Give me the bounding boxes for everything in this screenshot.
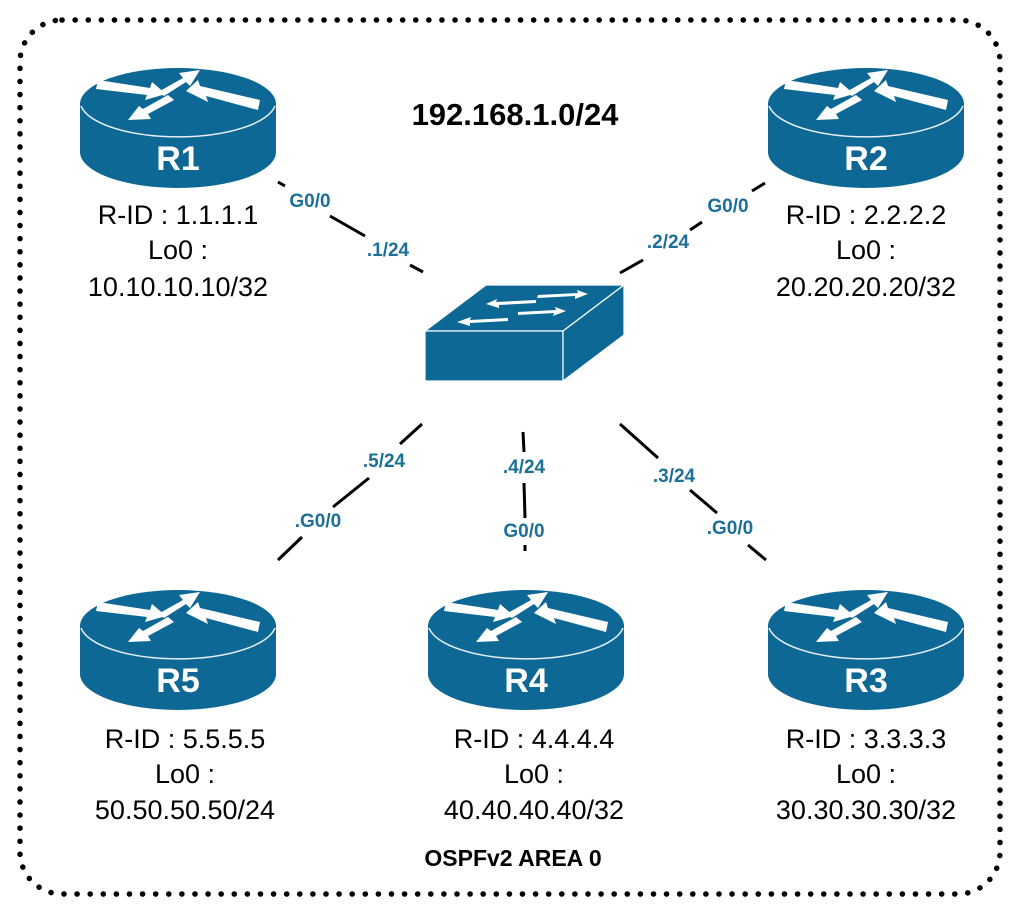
- router-r4[interactable]: R4: [427, 589, 625, 711]
- loopback-ip: 50.50.50.50/24: [95, 795, 275, 825]
- r2-switch-ip-label: .2/24: [647, 232, 690, 253]
- r2-interface-label: G0/0: [707, 196, 748, 217]
- loopback-ip: 30.30.30.30/32: [776, 795, 956, 825]
- router-name: R2: [844, 140, 887, 178]
- router-id-label: R-ID : 5.5.5.5: [105, 724, 266, 754]
- r4-interface-label: G0/0: [503, 521, 544, 542]
- link-r2-switch: [619, 181, 766, 275]
- link-r4-switch: [521, 431, 527, 551]
- r4-info: R-ID : 4.4.4.4 Lo0 : 40.40.40.40/32: [444, 724, 624, 825]
- r3-interface-label: .G0/0: [707, 518, 753, 539]
- r4-switch-ip-label: .4/24: [503, 457, 546, 478]
- r5-switch-ip-label: .5/24: [363, 451, 406, 472]
- router-r1[interactable]: R1: [79, 67, 277, 189]
- loopback-label: Lo0 :: [148, 235, 208, 265]
- link-r3-switch: [618, 422, 767, 562]
- r3-info: R-ID : 3.3.3.3 Lo0 : 30.30.30.30/32: [776, 724, 956, 825]
- loopback-label: Lo0 :: [155, 759, 215, 789]
- router-name: R4: [504, 662, 548, 700]
- loopback-label: Lo0 :: [836, 235, 896, 265]
- area-boundary: [17, 17, 1003, 897]
- ospf-area-label: OSPFv2 AREA 0: [424, 845, 601, 871]
- router-id-label: R-ID : 2.2.2.2: [786, 200, 947, 230]
- router-r2[interactable]: R2: [767, 67, 965, 189]
- r1-interface-label: G0/0: [289, 191, 330, 212]
- r2-info: R-ID : 2.2.2.2 Lo0 : 20.20.20.20/32: [776, 200, 956, 302]
- loopback-label: Lo0 :: [836, 759, 896, 789]
- router-id-label: R-ID : 3.3.3.3: [786, 724, 947, 754]
- router-r5[interactable]: R5: [79, 589, 277, 711]
- router-name: R5: [156, 662, 199, 700]
- router-id-label: R-ID : 1.1.1.1: [98, 200, 259, 230]
- r3-switch-ip-label: .3/24: [653, 466, 696, 487]
- router-r3[interactable]: R3: [767, 589, 965, 711]
- router-id-label: R-ID : 4.4.4.4: [454, 724, 615, 754]
- link-r1-switch: [277, 180, 424, 274]
- link-r5-switch: [276, 422, 424, 562]
- loopback-ip: 10.10.10.10/32: [88, 272, 268, 302]
- r1-info: R-ID : 1.1.1.1 Lo0 : 10.10.10.10/32: [88, 200, 268, 302]
- router-name: R3: [844, 662, 887, 700]
- r1-switch-ip-label: .1/24: [367, 240, 410, 261]
- r5-info: R-ID : 5.5.5.5 Lo0 : 50.50.50.50/24: [95, 724, 275, 825]
- router-name: R1: [156, 140, 199, 178]
- r5-interface-label: .G0/0: [295, 511, 341, 532]
- switch-icon[interactable]: [423, 283, 626, 383]
- loopback-label: Lo0 :: [504, 759, 564, 789]
- loopback-ip: 20.20.20.20/32: [776, 272, 956, 302]
- network-label: 192.168.1.0/24: [412, 97, 620, 132]
- loopback-ip: 40.40.40.40/32: [444, 795, 624, 825]
